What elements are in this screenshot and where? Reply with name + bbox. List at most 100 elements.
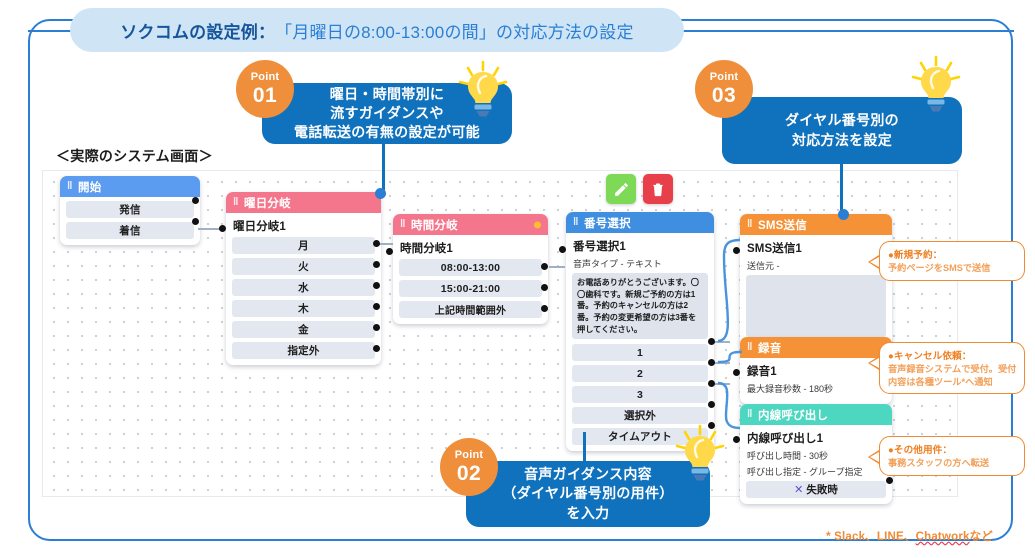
port-dot-start-outgoing[interactable] [192, 197, 199, 204]
node-recording-body: 録音1 最大録音秒数 - 180秒 [740, 358, 892, 404]
drag-grip-icon: ‖ [400, 218, 406, 230]
node-number-select-header-label: 番号選択 [584, 217, 631, 230]
node-day-branch-anchor[interactable] [375, 188, 386, 199]
edit-button[interactable] [606, 174, 636, 204]
node-day-branch-port-fri[interactable]: 金 [232, 321, 375, 338]
point-03-badge-number: 03 [711, 84, 737, 107]
node-number-select-port-1[interactable]: 1 [572, 344, 708, 362]
port-dot-day-thu[interactable] [373, 303, 380, 310]
node-time-branch[interactable]: ‖ 時間分岐 時間分岐1 08:00-13:00 15:00-21:00 上記時… [393, 214, 548, 324]
node-time-branch-port-morning[interactable]: 08:00-13:00 [399, 259, 542, 276]
annotation-cancel-request-tail [868, 356, 879, 370]
port-dot-time-evening[interactable] [541, 284, 548, 291]
node-day-branch-port-mon[interactable]: 月 [232, 237, 375, 254]
annotation-cancel-request-title: ●キャンセル依頼： [888, 351, 972, 362]
port-dot-day-fri[interactable] [373, 324, 380, 331]
node-extension-ring-target: 呼び出し指定 - グループ指定 [747, 467, 863, 477]
node-number-select-port-2[interactable]: 2 [572, 365, 708, 383]
trash-icon [653, 183, 663, 196]
node-day-branch-port-thu[interactable]: 木 [232, 300, 375, 317]
node-time-branch-port-outside[interactable]: 上記時間範囲外 [399, 301, 542, 318]
node-day-branch-title: 曜日分岐1 [233, 221, 286, 233]
point-02-text: 音声ガイダンス内容 （ダイヤル番号別の用件） を入力 [502, 466, 674, 521]
port-dot-recording-input[interactable] [733, 369, 740, 376]
drag-grip-icon: ‖ [747, 408, 753, 420]
node-start-port-outgoing[interactable]: 発信 [66, 201, 194, 218]
point-02-badge-number: 02 [456, 462, 482, 485]
port-dot-start-incoming[interactable] [192, 218, 199, 225]
wire-number-to-sms [714, 341, 730, 343]
point-03-badge-word: Point [709, 71, 739, 83]
port-dot-day-wed[interactable] [373, 282, 380, 289]
node-sms-anchor[interactable] [838, 209, 849, 220]
node-time-branch-title: 時間分岐1 [400, 243, 453, 255]
point-02-badge: Point 02 [440, 438, 498, 496]
node-day-branch-port-tue[interactable]: 火 [232, 258, 375, 275]
port-dot-day-mon[interactable] [373, 240, 380, 247]
port-dot-number-2[interactable] [708, 359, 715, 366]
node-extension-title: 内線呼び出し1 [747, 433, 824, 445]
node-number-select-header: ‖ 番号選択 [566, 212, 714, 233]
node-number-select-port-3[interactable]: 3 [572, 386, 708, 404]
node-time-branch-body: 時間分岐1 08:00-13:00 15:00-21:00 上記時間範囲外 [393, 235, 548, 324]
annotation-cancel-request-body: 音声録音システムで受付。受付内容は各種ツール*へ通知 [888, 364, 1017, 387]
port-dot-time-morning[interactable] [541, 263, 548, 270]
node-day-branch-port-wed[interactable]: 水 [232, 279, 375, 296]
drag-grip-icon: ‖ [67, 180, 73, 192]
guidance-text[interactable]: お電話ありがとうございます。〇〇歯科です。新規ご予約の方は1番。予約のキャンセル… [572, 273, 708, 340]
annotation-other-business-title: ●その他用件： [888, 445, 953, 456]
sms-message-field[interactable] [746, 275, 886, 337]
node-sms-sender: 送信元 - [747, 261, 780, 271]
node-extension-port-fail[interactable]: ✕ 失敗時 [746, 481, 886, 498]
node-extension-header-label: 内線呼び出し [758, 409, 829, 422]
node-extension[interactable]: ‖ 内線呼び出し 内線呼び出し1 呼び出し時間 - 30秒 呼び出し指定 - グ… [740, 404, 892, 504]
node-day-branch-header-label: 曜日分岐 [244, 197, 291, 210]
port-dot-number-timeout[interactable] [708, 422, 715, 429]
node-day-branch-port-other[interactable]: 指定外 [232, 342, 375, 359]
node-number-select[interactable]: ‖ 番号選択 番号選択1 音声タイプ - テキスト お電話ありがとうございます。… [566, 212, 714, 452]
port-dot-number-3[interactable] [708, 380, 715, 387]
port-dot-time-outside[interactable] [541, 305, 548, 312]
footnote-prefix: * Slack、LINE、 [826, 531, 916, 543]
port-dot-number-other[interactable] [708, 401, 715, 408]
node-start[interactable]: ‖ 開始 発信 着信 [60, 176, 200, 245]
port-dot-sms-input[interactable] [733, 247, 740, 254]
port-dot-day-other[interactable] [373, 345, 380, 352]
port-dot-extension-fail[interactable] [886, 477, 893, 484]
port-dot-time-branch-input[interactable] [386, 248, 393, 255]
port-dot-day-branch-input[interactable] [219, 225, 226, 232]
node-day-branch[interactable]: ‖ 曜日分岐 曜日分岐1 月 火 水 木 金 指定外 [226, 192, 381, 365]
wire-start-to-day [198, 228, 222, 230]
point-02-badge-word: Point [454, 449, 484, 461]
node-sms-header: ‖ SMS送信 [740, 214, 892, 235]
port-dot-extension-input[interactable] [733, 436, 740, 443]
node-time-branch-port-evening[interactable]: 15:00-21:00 [399, 280, 542, 297]
node-recording[interactable]: ‖ 録音 録音1 最大録音秒数 - 180秒 [740, 337, 892, 404]
page-title-strong: ソクコムの設定例： [120, 22, 276, 42]
node-start-port-incoming[interactable]: 着信 [66, 222, 194, 239]
node-recording-header: ‖ 録音 [740, 337, 892, 358]
node-sms[interactable]: ‖ SMS送信 SMS送信1 送信元 - [740, 214, 892, 348]
lightbulb-icon [675, 424, 725, 481]
title-rule-left [28, 30, 74, 32]
node-recording-title: 録音1 [747, 366, 777, 378]
node-number-select-title: 番号選択1 [573, 241, 626, 253]
node-number-select-port-other[interactable]: 選択外 [572, 407, 708, 425]
node-recording-header-label: 録音 [758, 342, 782, 355]
point-01-badge-word: Point [250, 71, 280, 83]
node-extension-header: ‖ 内線呼び出し [740, 404, 892, 425]
delete-button[interactable] [643, 174, 673, 204]
footnote-wavy: Chatwork [915, 531, 970, 543]
point-01-text: 曜日・時間帯別に 流すガイダンスや 電話転送の有無の設定が可能 [294, 85, 480, 141]
node-start-header: ‖ 開始 [60, 176, 200, 197]
wire-number-to-ext [714, 383, 730, 385]
page-title: ソクコムの設定例：「月曜日の8:00-13:00の間」の対応方法の設定 [70, 8, 684, 52]
node-number-select-port-timeout[interactable]: タイムアウト [572, 428, 708, 446]
node-status-dot-icon [534, 221, 541, 228]
port-dot-number-1[interactable] [708, 338, 715, 345]
annotation-new-reservation-title: ●新規予約： [888, 250, 943, 261]
annotation-new-reservation: ●新規予約： 予約ページをSMSで送信 [879, 241, 1025, 281]
annotation-other-business: ●その他用件： 事務スタッフの方へ転送 [879, 436, 1025, 476]
port-dot-day-tue[interactable] [373, 261, 380, 268]
port-dot-number-select-input[interactable] [559, 246, 566, 253]
